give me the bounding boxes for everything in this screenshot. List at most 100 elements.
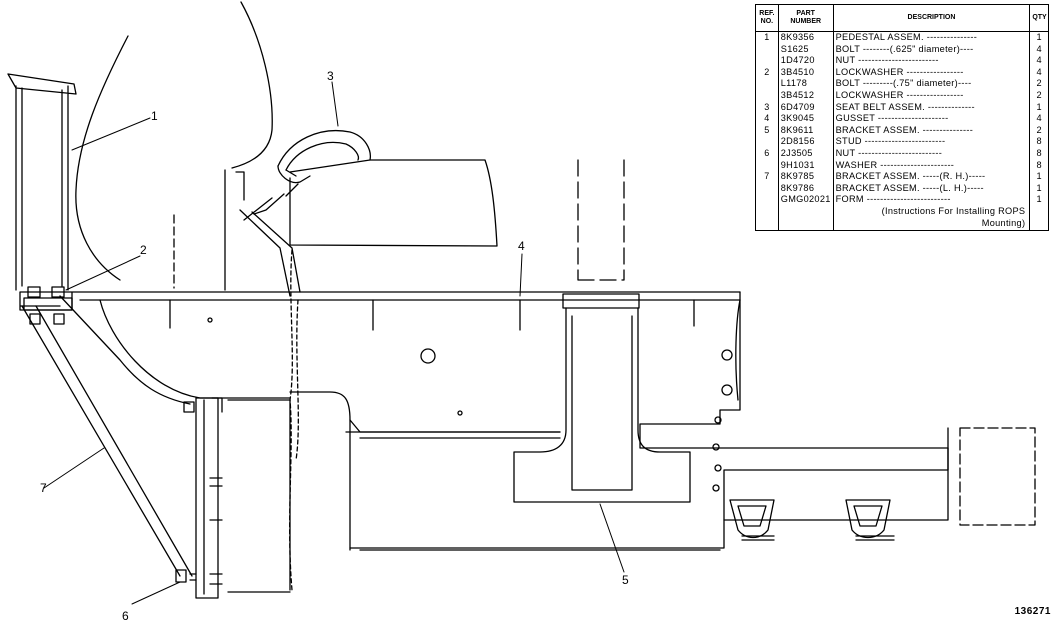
part-number-cell: 8K9786 <box>777 182 834 195</box>
qty-cell: 1 <box>1029 171 1049 183</box>
frame-rail <box>19 291 741 311</box>
description-cell: GUSSET --------------------- <box>832 113 1031 125</box>
description-cell: SEAT BELT ASSEM. -------------- <box>832 101 1031 114</box>
foot-pad <box>845 499 891 539</box>
callout-5: 5 <box>622 573 629 587</box>
leader-line <box>519 253 523 297</box>
part-number-cell: 3B4512 <box>777 89 834 102</box>
foot-pad <box>729 499 775 539</box>
description-cell: NUT ------------------------ <box>832 55 1031 67</box>
ref-no-cell: 6 <box>755 147 779 160</box>
part-number-cell: 3K9045 <box>777 113 834 125</box>
leader-line <box>131 581 181 605</box>
qty-cell: 4 <box>1029 43 1049 56</box>
qty-cell: 4 <box>1029 55 1049 67</box>
description-cell: FORM ------------------------- <box>832 194 1031 206</box>
bracket-assembly-rh <box>21 305 193 577</box>
qty-cell: 8 <box>1029 147 1049 160</box>
empty-cell <box>777 205 834 231</box>
ref-no-cell <box>755 159 779 172</box>
leader-line <box>331 81 339 127</box>
part-number-cell: 8K9785 <box>777 171 834 183</box>
part-number-cell: 2D8156 <box>777 136 834 148</box>
empty-cell <box>1029 205 1049 231</box>
ref-no-cell <box>755 43 779 56</box>
leader-line <box>65 255 141 291</box>
table-header-row: REF. NO. PART NUMBER DESCRIPTION QTY <box>755 4 1049 32</box>
qty-cell: 1 <box>1029 101 1049 114</box>
qty-cell: 4 <box>1029 113 1049 125</box>
part-number-cell: 1D4720 <box>777 55 834 67</box>
qty-cell: 1 <box>1029 31 1049 44</box>
part-number-cell: GMG02021 <box>777 194 834 206</box>
ref-no-cell: 3 <box>755 101 779 114</box>
header-qty: QTY <box>1029 4 1049 32</box>
callout-7: 7 <box>40 481 47 495</box>
description-cell: LOCKWASHER ----------------- <box>832 89 1031 102</box>
description-cell: BRACKET ASSEM. -----(L. H.)----- <box>832 182 1031 195</box>
qty-cell: 1 <box>1029 182 1049 195</box>
part-number-cell: 9H1031 <box>777 159 834 172</box>
part-number-cell: 3B4510 <box>777 66 834 79</box>
table-note-row: (Instructions For Installing ROPS Mounti… <box>755 205 1049 231</box>
installation-note: (Instructions For Installing ROPS Mounti… <box>832 205 1031 231</box>
description-cell: LOCKWASHER ----------------- <box>832 66 1031 79</box>
ref-no-cell: 5 <box>755 124 779 137</box>
ref-no-cell <box>755 89 779 102</box>
description-cell: STUD ------------------------ <box>832 136 1031 148</box>
ref-no-cell <box>755 136 779 148</box>
seat-outline <box>75 35 129 281</box>
part-number-cell: S1625 <box>777 43 834 56</box>
header-description: DESCRIPTION <box>832 4 1031 32</box>
description-cell: BOLT --------(.625" diameter)---- <box>832 43 1031 56</box>
drawing-number: 136271 <box>1014 606 1051 617</box>
ref-no-cell: 7 <box>755 171 779 183</box>
part-number-cell: 2J3505 <box>777 147 834 160</box>
qty-cell: 2 <box>1029 78 1049 90</box>
qty-cell: 8 <box>1029 136 1049 148</box>
seat-outline-right <box>231 1 273 169</box>
qty-cell: 8 <box>1029 159 1049 172</box>
qty-cell: 2 <box>1029 124 1049 137</box>
ref-no-cell <box>755 55 779 67</box>
bolt <box>51 286 65 298</box>
description-cell: WASHER ---------------------- <box>832 159 1031 172</box>
qty-cell: 2 <box>1029 89 1049 102</box>
ref-no-cell: 1 <box>755 31 779 44</box>
pedestal-assembly <box>7 73 77 291</box>
part-number-cell: L1178 <box>777 78 834 90</box>
callout-6: 6 <box>122 609 129 623</box>
gusset <box>169 299 695 331</box>
bracket-assembly <box>562 293 640 309</box>
description-cell: PEDESTAL ASSEM. --------------- <box>832 31 1031 44</box>
empty-cell <box>755 205 779 231</box>
seat-belt-assembly <box>277 130 371 167</box>
description-cell: BRACKET ASSEM. -----(R. H.)----- <box>832 171 1031 183</box>
part-number-cell: 8K9356 <box>777 31 834 44</box>
callout-1: 1 <box>151 109 158 123</box>
description-cell: BOLT ---------(.75" diameter)---- <box>832 78 1031 90</box>
part-number-cell: 6D4709 <box>777 101 834 114</box>
qty-cell: 1 <box>1029 194 1049 206</box>
callout-4: 4 <box>518 239 525 253</box>
ref-no-cell: 2 <box>755 66 779 79</box>
leader-line <box>599 503 625 573</box>
ref-no-cell: 4 <box>755 113 779 125</box>
leader-line <box>43 447 105 489</box>
